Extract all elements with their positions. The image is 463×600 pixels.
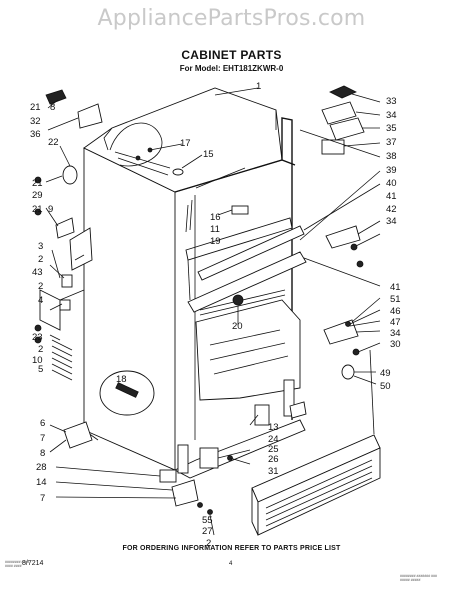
callout-37: 37 [386,137,397,148]
callout-19: 19 [210,236,221,247]
callout-26: 26 [268,454,279,465]
callout-9: 9 [48,204,53,215]
callout-25: 25 [268,444,279,455]
callout-13: 13 [268,422,279,433]
callout-6: 6 [40,418,45,429]
callout-27: 27 [202,526,213,537]
model-number: For Model: EHT181ZKWR-0 [179,64,284,73]
callout-34: 34 [386,110,397,121]
callout-8: 8 [50,102,55,113]
page-number: 4 [229,561,233,567]
callout-16: 16 [210,212,221,223]
callout-14: 14 [36,477,47,488]
callout-49: 49 [380,368,391,379]
callout-28: 28 [36,462,47,473]
callout-20: 20 [232,321,243,332]
callout-3: 3 [38,241,43,252]
callout-2d: 2 [206,538,211,549]
callout-2b: 2 [38,281,43,292]
callout-35: 35 [386,123,397,134]
callout-50: 50 [380,381,391,392]
callout-55: 55 [202,515,213,526]
callout-17: 17 [180,138,191,149]
document-code: 8/7214 [22,560,44,567]
callout-40: 40 [386,178,397,189]
callout-30: 30 [390,339,401,350]
callout-24: 24 [268,434,279,445]
page-title: CABINET PARTS [181,48,282,62]
callout-21: 21 [30,102,41,113]
callout-5: 5 [38,364,43,375]
callout-36: 36 [30,129,41,140]
callout-2: 2 [38,254,43,265]
callout-47: 47 [390,317,401,328]
callout-8b: 8 [40,448,45,459]
cabinet-shell [39,87,306,479]
callout-51: 51 [390,294,401,305]
callout-7: 7 [40,433,45,444]
callout-33: 33 [386,96,397,107]
callout-23: 23 [32,332,43,343]
callout-42: 42 [386,204,397,215]
leader-lines [45,87,381,499]
callout-10: 10 [32,355,43,366]
callout-43: 43 [32,267,43,278]
callout-4: 4 [38,295,43,306]
callout-29: 29 [32,190,43,201]
callout-labels: 1 21 8 32 36 22 21 29 21 9 3 2 43 2 4 23… [30,81,401,549]
callout-15: 15 [203,149,214,160]
callout-21c: 21 [32,204,43,215]
right-fine-print: ######## ####### ### ##### ##### [400,574,437,582]
callout-32: 32 [30,116,41,127]
right-hardware [187,85,365,469]
callout-41b: 41 [390,282,401,293]
callout-38: 38 [386,151,397,162]
site-watermark: AppliancePartsPros.com [97,6,366,31]
callout-41: 41 [386,191,397,202]
toe-grille [251,434,381,536]
callout-22: 22 [48,137,59,148]
left-hardware [34,89,215,536]
callout-1: 1 [256,81,261,92]
callout-18: 18 [116,374,127,385]
callout-31: 31 [268,466,279,477]
callout-34b: 34 [386,216,397,227]
left-fine-print: ######## #### #### #### [5,560,30,568]
callout-39: 39 [386,165,397,176]
ordering-note: FOR ORDERING INFORMATION REFER TO PARTS … [122,545,341,552]
callout-2c: 2 [38,344,43,355]
callout-34c: 34 [390,328,401,339]
callout-7b: 7 [40,493,45,504]
callout-46: 46 [390,306,401,317]
callout-11: 11 [210,224,220,235]
callout-21b: 21 [32,178,43,189]
